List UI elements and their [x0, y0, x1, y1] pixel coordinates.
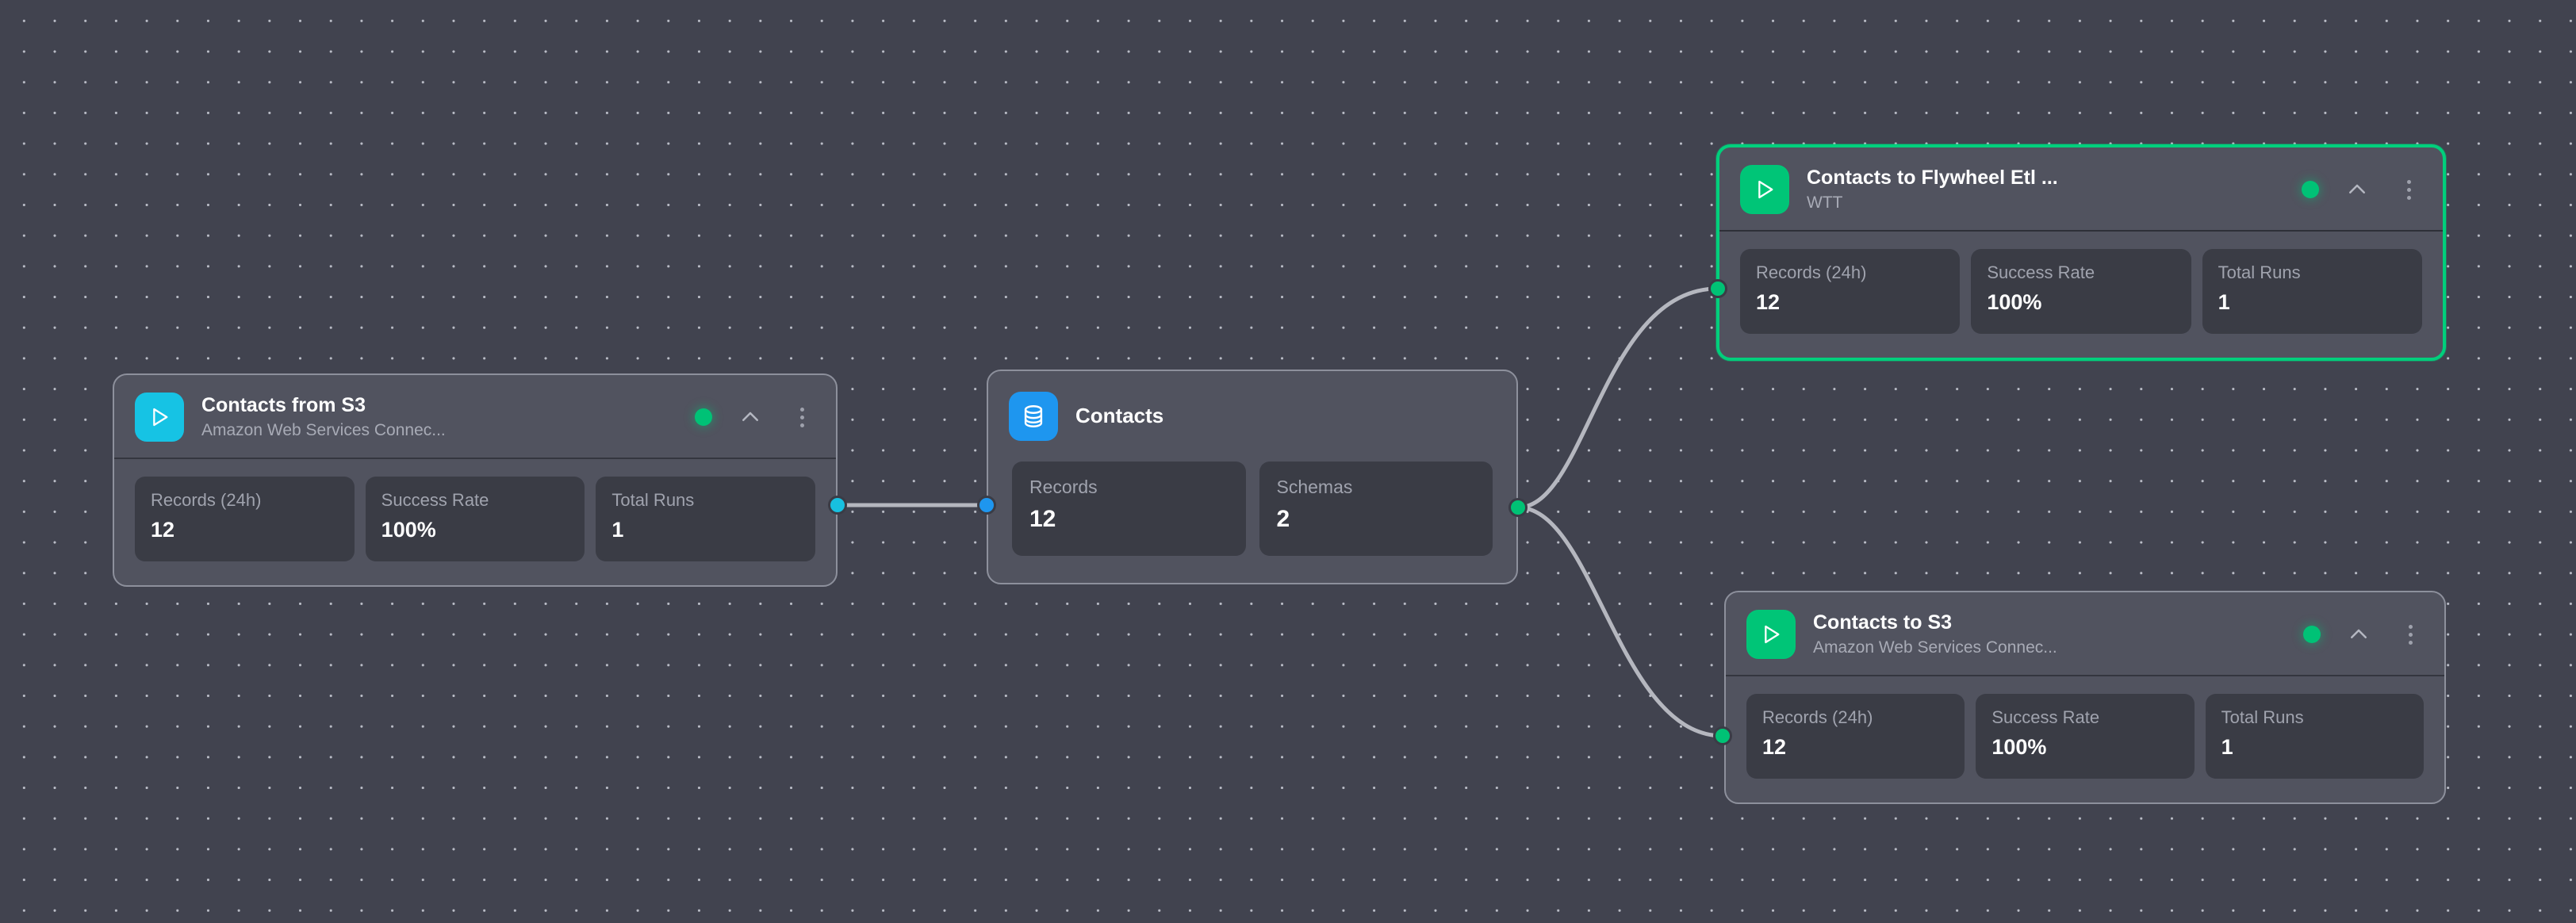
metric-label: Success Rate — [1991, 707, 2100, 727]
metric-label: Total Runs — [2221, 707, 2304, 727]
metric-total-runs: Total Runs 1 — [2205, 694, 2424, 779]
metric-records-24h: Records (24h) 12 — [135, 477, 355, 561]
play-icon — [135, 393, 184, 442]
header-actions — [695, 400, 815, 435]
output-port-contacts-from-s3[interactable] — [828, 496, 847, 515]
node-titles: Contacts — [1075, 404, 1496, 428]
metric-total-runs: Total Runs 1 — [2202, 249, 2422, 334]
metric-value: 12 — [151, 518, 175, 542]
status-indicator-dot — [2302, 181, 2319, 198]
header-actions — [2302, 172, 2422, 207]
node-metrics: Records (24h) 12 Success Rate 100% Total… — [1719, 232, 2443, 358]
node-metrics: Records 12 Schemas 2 — [988, 449, 1516, 583]
metric-success-rate: Success Rate 100% — [1976, 694, 2195, 779]
metric-label: Records (24h) — [1762, 707, 1873, 727]
play-icon — [1746, 610, 1796, 659]
metric-label: Success Rate — [1987, 262, 2095, 282]
node-title: Contacts — [1075, 404, 1164, 428]
node-title: Contacts to Flywheel Etl ... — [1807, 166, 2058, 189]
input-port-contacts-to-s3[interactable] — [1713, 726, 1732, 745]
metric-label: Success Rate — [381, 490, 489, 510]
header-actions — [2303, 617, 2424, 652]
metric-value: 1 — [2221, 735, 2233, 760]
chevron-up-icon[interactable] — [2341, 617, 2376, 652]
node-header[interactable]: Contacts to Flywheel Etl ... WTT — [1719, 147, 2443, 232]
node-titles: Contacts to S3 Amazon Web Services Conne… — [1813, 611, 2292, 658]
node-contacts-to-s3[interactable]: Contacts to S3 Amazon Web Services Conne… — [1724, 591, 2446, 804]
chevron-up-icon[interactable] — [733, 400, 768, 435]
node-titles: Contacts to Flywheel Etl ... WTT — [1807, 167, 2290, 213]
metric-value: 12 — [1029, 505, 1056, 532]
node-metrics: Records (24h) 12 Success Rate 100% Total… — [1726, 676, 2444, 802]
metric-value: 12 — [1756, 290, 1781, 315]
kebab-menu-icon[interactable] — [2397, 617, 2424, 652]
chevron-up-icon[interactable] — [2340, 172, 2375, 207]
play-icon — [1740, 165, 1789, 214]
metric-value: 2 — [1276, 505, 1290, 532]
metric-value: 100% — [1991, 735, 2047, 760]
node-subtitle: WTT — [1807, 193, 1843, 213]
node-title: Contacts to S3 — [1813, 611, 1953, 634]
node-contacts[interactable]: Contacts Records 12 Schemas 2 — [987, 370, 1518, 584]
node-contacts-from-s3[interactable]: Contacts from S3 Amazon Web Services Con… — [113, 373, 838, 587]
output-port-contacts[interactable] — [1508, 498, 1528, 517]
input-port-contacts-to-flywheel-etl[interactable] — [1708, 279, 1727, 298]
metric-value: 12 — [1762, 735, 1787, 760]
edge-contacts-to-s3 — [1516, 505, 1725, 738]
kebab-menu-icon[interactable] — [2395, 172, 2422, 207]
metric-label: Total Runs — [2218, 262, 2301, 282]
metric-success-rate: Success Rate 100% — [1971, 249, 2191, 334]
node-header[interactable]: Contacts from S3 Amazon Web Services Con… — [114, 375, 836, 459]
metric-value: 100% — [381, 518, 436, 542]
metric-label: Records — [1029, 477, 1098, 497]
database-icon — [1009, 392, 1058, 441]
node-title: Contacts from S3 — [201, 393, 366, 416]
metric-value: 1 — [611, 518, 624, 542]
metric-value: 1 — [2218, 290, 2230, 315]
node-subtitle: Amazon Web Services Connec... — [201, 421, 446, 440]
node-header[interactable]: Contacts to S3 Amazon Web Services Conne… — [1726, 592, 2444, 676]
node-header[interactable]: Contacts — [988, 371, 1516, 449]
node-contacts-to-flywheel-etl[interactable]: Contacts to Flywheel Etl ... WTT Records… — [1716, 144, 2446, 361]
node-subtitle: Amazon Web Services Connec... — [1813, 638, 2057, 657]
status-indicator-dot — [2303, 626, 2321, 643]
edge-contacts-to-flywheel — [1516, 286, 1720, 510]
metric-total-runs: Total Runs 1 — [596, 477, 816, 561]
input-port-contacts[interactable] — [977, 496, 996, 515]
metric-records: Records 12 — [1012, 462, 1246, 556]
metric-schemas: Schemas 2 — [1259, 462, 1493, 556]
node-titles: Contacts from S3 Amazon Web Services Con… — [201, 394, 684, 441]
metric-records-24h: Records (24h) 12 — [1740, 249, 1961, 334]
kebab-menu-icon[interactable] — [788, 400, 815, 435]
metric-label: Records (24h) — [151, 490, 262, 510]
metric-value: 100% — [1987, 290, 2042, 315]
metric-label: Schemas — [1276, 477, 1353, 497]
node-metrics: Records (24h) 12 Success Rate 100% Total… — [114, 459, 836, 585]
metric-records-24h: Records (24h) 12 — [1746, 694, 1965, 779]
metric-success-rate: Success Rate 100% — [365, 477, 585, 561]
status-indicator-dot — [695, 408, 712, 426]
metric-label: Total Runs — [611, 490, 695, 510]
metric-label: Records (24h) — [1756, 262, 1867, 282]
